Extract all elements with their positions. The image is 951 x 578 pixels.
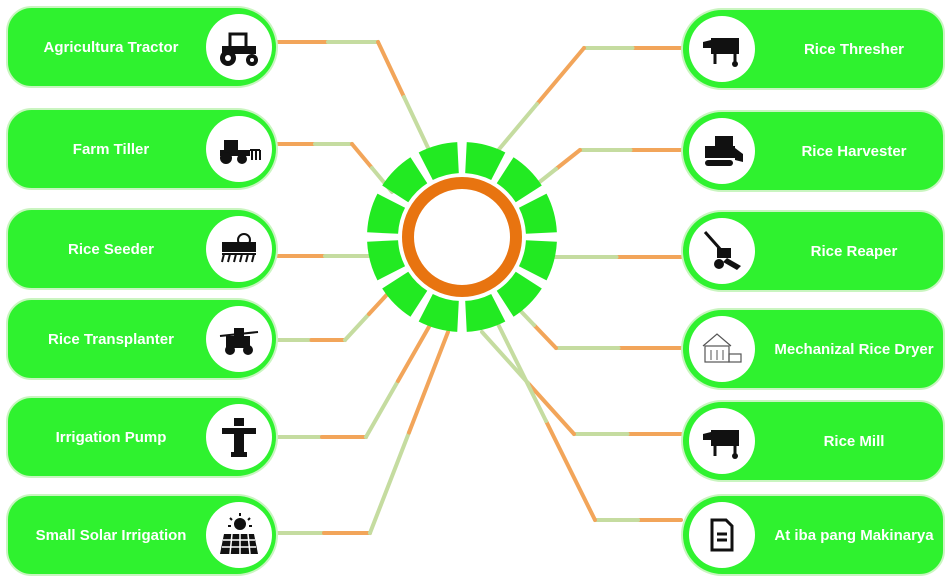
transplanter-icon <box>206 306 272 372</box>
sprinkler-icon <box>206 404 272 470</box>
connector-segment <box>544 419 597 522</box>
hub-segment <box>465 142 506 181</box>
connector-segment <box>554 148 582 171</box>
hub-segment <box>382 271 428 317</box>
hub-segment <box>518 193 557 234</box>
item-agricultural-tractor[interactable]: Agricultura Tractor <box>6 6 278 88</box>
central-hub <box>367 142 557 332</box>
item-rice-mill[interactable]: Rice Mill <box>681 400 945 482</box>
hub-segment <box>465 293 506 332</box>
hub-segment <box>418 293 459 332</box>
hub-segment <box>518 240 557 281</box>
tractor-icon <box>206 14 272 80</box>
solar-panel-icon <box>206 502 272 568</box>
item-label: Rice Transplanter <box>48 330 174 348</box>
seeder-icon <box>206 216 272 282</box>
hub-segment <box>496 271 542 317</box>
thresher-icon <box>689 16 755 82</box>
item-label: Farm Tiller <box>72 140 150 158</box>
item-farm-tiller[interactable]: Farm Tiller <box>6 108 278 190</box>
hub-segment <box>382 157 428 203</box>
item-label: Small Solar Irrigation <box>35 526 187 544</box>
item-label: Mechanizal Rice Dryer <box>774 340 934 358</box>
item-label: Agricultura Tractor <box>43 38 179 56</box>
connector-segment <box>343 312 371 342</box>
tiller-icon <box>206 116 272 182</box>
item-rice-seeder[interactable]: Rice Seeder <box>6 208 278 290</box>
item-label: Rice Reaper <box>810 242 898 260</box>
connector-segment <box>532 323 558 350</box>
hub-segment <box>496 157 542 203</box>
hub-segment <box>418 142 459 181</box>
reaper-icon <box>689 218 755 284</box>
harvester-icon <box>689 118 755 184</box>
connector-segment <box>407 330 450 435</box>
item-label: Rice Thresher <box>803 40 905 58</box>
item-small-solar-irrigation[interactable]: Small Solar Irrigation <box>6 494 278 576</box>
connector-segment <box>350 142 374 170</box>
item-label: Rice Seeder <box>68 240 154 258</box>
connector-segment <box>526 381 576 436</box>
connector-segment <box>364 379 400 439</box>
hub-orange-ring <box>402 177 522 297</box>
item-rice-thresher[interactable]: Rice Thresher <box>681 8 945 90</box>
item-mechanical-rice-dryer[interactable]: Mechanizal Rice Dryer <box>681 308 945 390</box>
connector-segment <box>480 330 530 385</box>
item-label: Irrigation Pump <box>55 428 167 446</box>
document-icon <box>689 502 755 568</box>
connector-segment <box>368 430 411 535</box>
item-label: At iba pang Makinarya <box>774 526 934 544</box>
dryer-building-icon <box>689 316 755 382</box>
connector-segment <box>376 40 406 99</box>
connector-segment <box>495 320 548 423</box>
mill-icon <box>689 408 755 474</box>
item-label: Rice Harvester <box>801 142 907 160</box>
item-label: Rice Mill <box>823 432 885 450</box>
hub-segment <box>367 240 406 281</box>
connector-segment <box>396 323 432 383</box>
item-irrigation-pump[interactable]: Irrigation Pump <box>6 396 278 478</box>
hub-segment <box>367 193 406 234</box>
item-rice-reaper[interactable]: Rice Reaper <box>681 210 945 292</box>
connector-segment <box>402 95 432 154</box>
connector-segment <box>535 46 586 106</box>
item-rice-transplanter[interactable]: Rice Transplanter <box>6 298 278 380</box>
item-other-machinery[interactable]: At iba pang Makinarya <box>681 494 945 576</box>
item-rice-harvester[interactable]: Rice Harvester <box>681 110 945 192</box>
